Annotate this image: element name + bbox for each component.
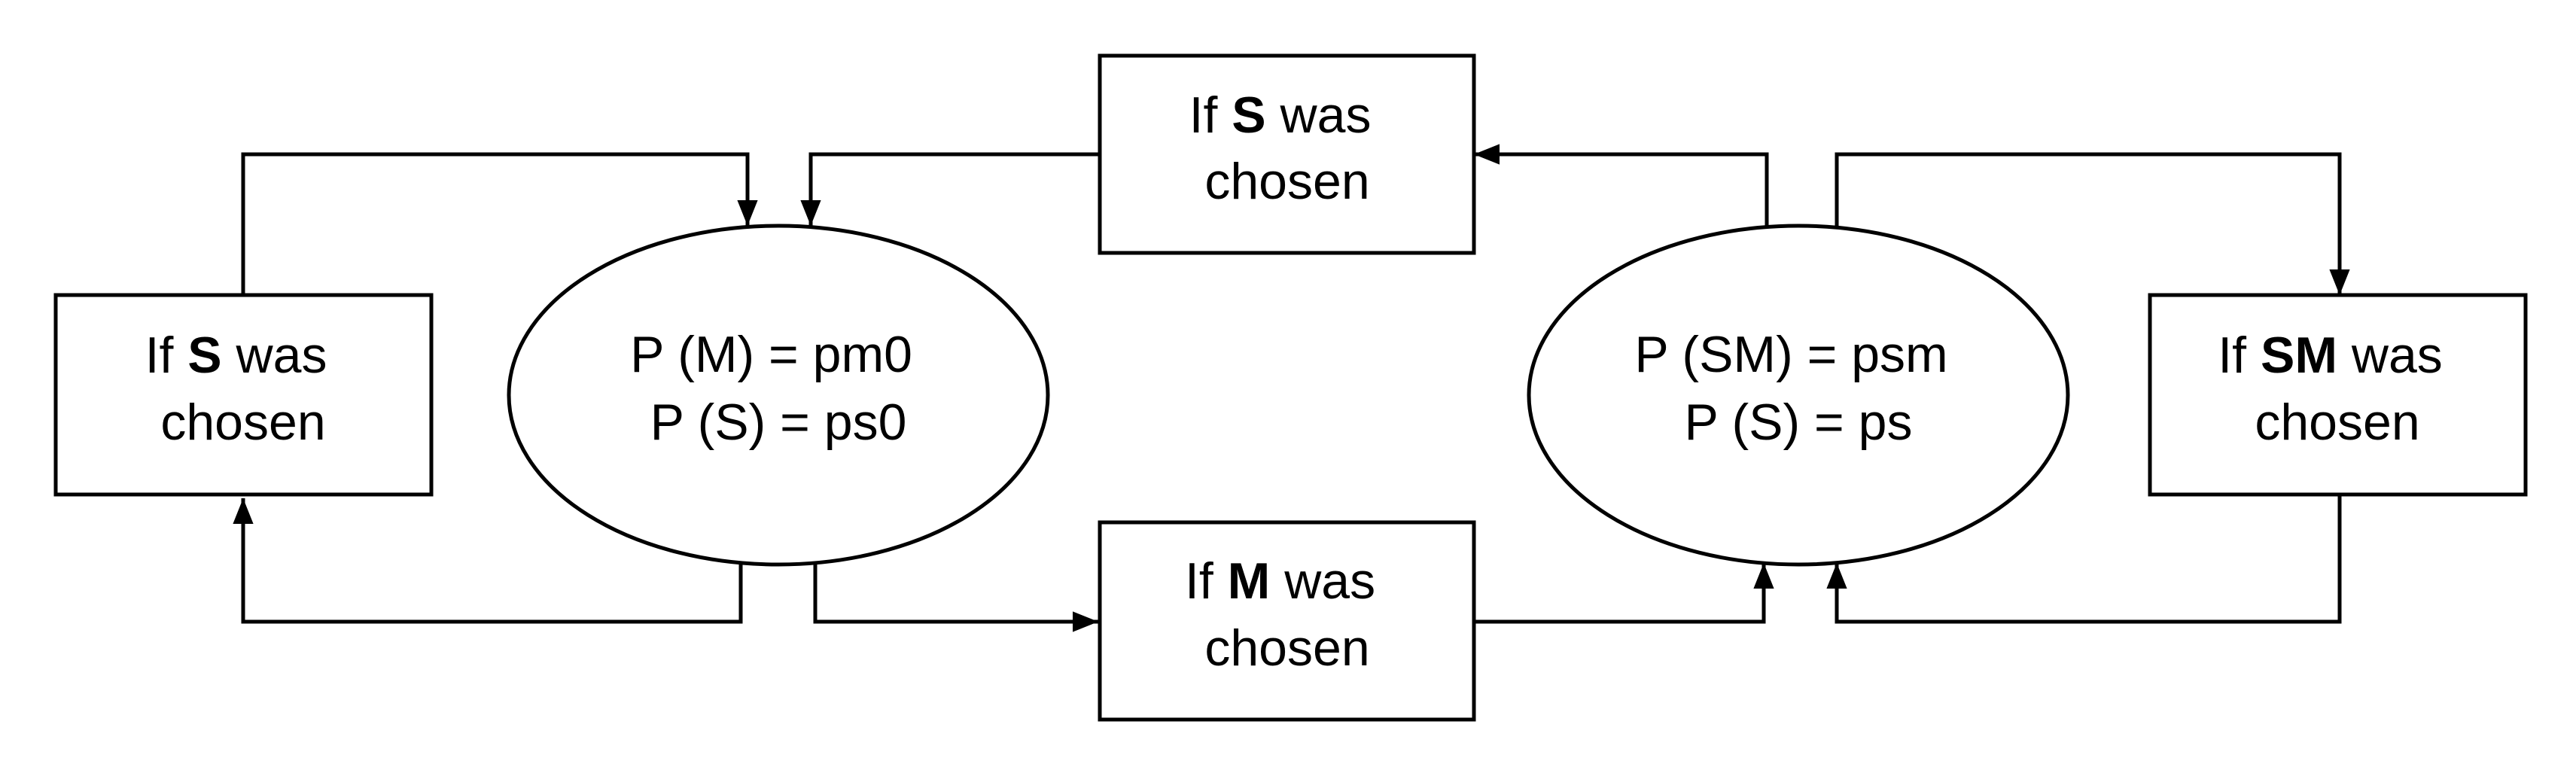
state-initial-ellipse — [507, 224, 1050, 567]
condition-bottom-m-label: If M was chosen — [1185, 552, 1390, 677]
edge-sm-to-top-s — [1474, 144, 1769, 226]
edge-initial-to-bottom-m — [813, 563, 1098, 632]
edge-right-sm-to-sm — [1826, 496, 2342, 624]
edge-top-s-to-initial — [800, 152, 1100, 226]
condition-box-top-s — [1098, 53, 1476, 255]
edge-sm-to-right-sm — [1835, 152, 2350, 295]
edge-left-s-to-initial — [241, 152, 758, 295]
state-sm-ellipse — [1527, 224, 2070, 567]
condition-top-s-label: If S was chosen — [1189, 87, 1386, 210]
condition-box-left-s — [53, 293, 434, 497]
condition-right-sm-label: If SM was chosen — [2218, 327, 2456, 451]
condition-left-s-choice: S — [187, 327, 221, 384]
condition-bottom-m-choice: M — [1228, 552, 1271, 610]
condition-box-bottom-m — [1098, 520, 1476, 722]
condition-box-right-sm — [2148, 293, 2528, 497]
condition-left-s-label: If S was chosen — [145, 327, 342, 451]
condition-right-sm-choice: SM — [2261, 327, 2337, 384]
edge-initial-to-left-s — [233, 498, 743, 624]
state-sm-label: P (SM) = psm P (S) = ps — [1634, 326, 1962, 451]
edge-bottom-m-to-sm — [1474, 563, 1774, 624]
condition-top-s-choice: S — [1232, 87, 1265, 144]
state-initial-label: P (M) = pm0 P (S) = ps0 — [630, 326, 927, 451]
